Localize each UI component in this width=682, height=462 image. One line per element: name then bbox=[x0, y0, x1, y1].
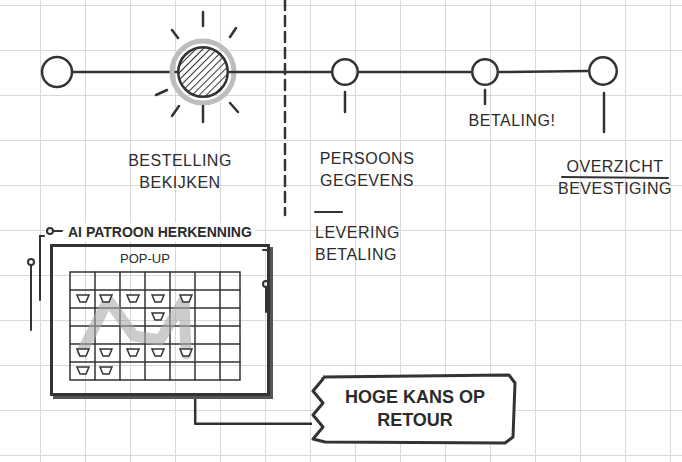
pattern-trend bbox=[82, 300, 186, 354]
circle-shape bbox=[332, 59, 358, 85]
step-label: OVERZICHT BEVESTIGING bbox=[553, 156, 677, 200]
circle-outline bbox=[331, 58, 359, 86]
circle-shape bbox=[589, 57, 617, 85]
connector-line bbox=[359, 71, 471, 74]
active-glow bbox=[172, 41, 234, 103]
underline bbox=[562, 177, 668, 178]
circle-outline bbox=[588, 56, 618, 86]
divider-line bbox=[284, 0, 287, 215]
step-circle: OVERZICHT BEVESTIGING bbox=[588, 56, 618, 86]
circle-shape bbox=[472, 59, 498, 85]
step-circle: BETALING! bbox=[471, 58, 499, 86]
tick bbox=[344, 92, 347, 112]
separator bbox=[315, 211, 342, 213]
popup-heading: AI PATROON HERKENNING bbox=[65, 223, 255, 241]
step-note: LEVERING BETALING bbox=[315, 222, 427, 266]
callout-burst: HOGE KANS OP RETOUR bbox=[312, 372, 518, 446]
highlight-rays bbox=[156, 12, 238, 122]
circle-shape bbox=[178, 47, 228, 97]
step-label: PERSOONS GEGEVENS bbox=[302, 148, 432, 192]
callout-outline bbox=[312, 372, 518, 446]
cup-icons bbox=[77, 295, 192, 374]
step-circle: PERSOONS GEGEVENS bbox=[331, 58, 359, 86]
step-circle-active: BESTELLING BEKIJKEN bbox=[177, 46, 229, 98]
tick bbox=[603, 93, 606, 132]
connector-line bbox=[229, 71, 331, 74]
step-label: BESTELLING BEKIJKEN bbox=[115, 150, 245, 194]
connector-line bbox=[195, 396, 312, 424]
circle-outline bbox=[177, 46, 229, 98]
callout-shape bbox=[313, 375, 515, 443]
pattern-grid bbox=[70, 272, 240, 380]
callout-text: HOGE KANS OP RETOUR bbox=[330, 386, 500, 432]
timeline-line bbox=[72, 71, 177, 74]
connector-line bbox=[499, 71, 588, 72]
popup-frame: AI PATROON HERKENNINGPOP-UP bbox=[50, 244, 270, 396]
step-label: BETALING! bbox=[447, 110, 577, 132]
step-circle bbox=[42, 57, 72, 87]
tick bbox=[484, 90, 487, 104]
popup-label: POP-UP bbox=[117, 251, 173, 267]
circle-outline bbox=[471, 58, 499, 86]
